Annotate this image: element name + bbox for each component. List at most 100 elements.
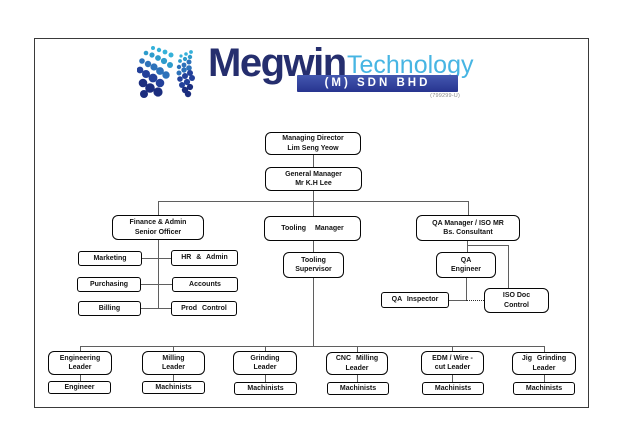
node-title: HR & Admin bbox=[181, 254, 228, 262]
connector-billing bbox=[141, 308, 158, 309]
org-node-accounts: Accounts bbox=[172, 277, 238, 292]
connector-edm-machinists bbox=[452, 375, 453, 383]
org-node-general-manager: General Manager Mr K.H Lee bbox=[265, 167, 362, 191]
megwin-dots-logo-icon bbox=[137, 46, 195, 98]
org-node-iso-doc-control: ISO Doc Control bbox=[484, 288, 549, 313]
node-title: Grinding bbox=[250, 354, 280, 362]
logo-registration-number: (799299-U) bbox=[430, 93, 460, 99]
connector-accounts bbox=[158, 284, 172, 285]
node-title: Engineer bbox=[451, 266, 481, 273]
node-title: Billing bbox=[98, 304, 121, 312]
node-title: Leader bbox=[345, 364, 369, 372]
node-title: QA Manager / ISO MR bbox=[432, 219, 504, 227]
org-node-grinding-leader: Grinding Leader bbox=[233, 351, 297, 375]
node-title: QA Inspector bbox=[391, 296, 439, 304]
org-node-cnc-milling-leader: CNC Milling Leader bbox=[326, 352, 388, 375]
org-node-qa-inspector: QA Inspector bbox=[381, 292, 449, 308]
connector-jig-machinists bbox=[544, 375, 545, 383]
connector-branch-isodoc bbox=[508, 245, 509, 288]
org-node-engineering-leader: Engineering Leader bbox=[48, 351, 112, 375]
node-title: Tooling Manager bbox=[281, 224, 344, 232]
node-title: Leader bbox=[532, 364, 556, 372]
connector-bottom-hline bbox=[80, 346, 544, 347]
connector-drop-edm bbox=[452, 346, 453, 352]
connector-drop-milling bbox=[173, 346, 174, 352]
node-title: Engineering bbox=[59, 354, 101, 362]
org-node-tooling-manager: Tooling Manager bbox=[264, 216, 361, 241]
node-title: EDM / Wire - bbox=[432, 354, 473, 362]
connector-engineering-engineer bbox=[80, 375, 81, 382]
connector-finance-spine bbox=[158, 240, 159, 308]
org-node-edm-wirecut-leader: EDM / Wire - cut Leader bbox=[421, 351, 484, 375]
org-node-qa-engineer: QA Engineer bbox=[436, 252, 496, 278]
org-node-machinists-grinding: Machinists bbox=[234, 382, 297, 395]
connector-ts-bottom bbox=[313, 278, 314, 346]
connector-gm-down bbox=[313, 191, 314, 201]
org-node-machinists-cnc: Machinists bbox=[327, 382, 389, 395]
org-node-machinists-edm: Machinists bbox=[422, 382, 484, 395]
connector-drop-jig bbox=[544, 346, 545, 352]
node-title: Milling bbox=[162, 354, 185, 362]
node-title: Finance & Admin bbox=[129, 219, 187, 227]
node-title: Machinists bbox=[155, 383, 192, 391]
node-title: Tooling bbox=[301, 256, 326, 264]
connector-milling-machinists bbox=[173, 375, 174, 382]
node-title: Machinists bbox=[434, 384, 472, 392]
page-border bbox=[34, 38, 589, 408]
org-node-jig-grinding-leader: Jig Grinding Leader bbox=[512, 352, 576, 375]
node-title: Bs. Consultant bbox=[443, 229, 493, 236]
org-node-prod-control: Prod Control bbox=[171, 301, 237, 316]
node-title: Prod Control bbox=[181, 304, 227, 312]
node-title: Engineer bbox=[64, 383, 95, 391]
connector-to-qa bbox=[468, 201, 469, 215]
node-title: Machinists bbox=[247, 384, 284, 392]
node-title: Leader bbox=[68, 364, 92, 371]
connector-qae-down bbox=[466, 278, 467, 300]
logo-banner: (M) SDN BHD bbox=[297, 75, 458, 92]
node-title: ISO Doc bbox=[502, 292, 531, 300]
connector-grinding-machinists bbox=[265, 375, 266, 383]
node-title: cut Leader bbox=[434, 364, 471, 371]
org-node-billing: Billing bbox=[78, 301, 141, 316]
org-node-finance-admin-senior-officer: Finance & Admin Senior Officer bbox=[112, 215, 204, 240]
connector-marketing bbox=[142, 258, 158, 259]
node-title: Accounts bbox=[189, 280, 221, 288]
org-node-marketing: Marketing bbox=[78, 251, 142, 266]
org-node-managing-director: Managing Director Lim Seng Yeow bbox=[265, 132, 361, 155]
connector-drop-grinding bbox=[265, 346, 266, 352]
connector-drop-engineering bbox=[80, 346, 81, 352]
connector-qam-qae bbox=[467, 241, 468, 252]
node-title: Managing Director bbox=[282, 135, 344, 143]
node-title: Leader bbox=[253, 364, 277, 371]
connector-tm-ts bbox=[313, 241, 314, 252]
connector-to-tooling bbox=[313, 201, 314, 216]
connector-drop-cnc bbox=[357, 346, 358, 352]
org-node-milling-leader: Milling Leader bbox=[142, 351, 205, 375]
node-title: Machinists bbox=[339, 384, 377, 392]
node-title: Leader bbox=[162, 364, 185, 371]
node-title: Control bbox=[504, 301, 529, 309]
connector-md-gm bbox=[313, 155, 314, 167]
node-title: Machinists bbox=[525, 384, 563, 392]
org-node-engineer: Engineer bbox=[48, 381, 111, 394]
node-title: CNC Milling bbox=[335, 355, 379, 363]
node-title: General Manager bbox=[285, 170, 342, 178]
connector-cnc-machinists bbox=[357, 375, 358, 383]
org-node-machinists-milling: Machinists bbox=[142, 381, 205, 394]
node-title: Purchasing bbox=[89, 280, 129, 288]
org-node-purchasing: Purchasing bbox=[77, 277, 141, 292]
node-title: Supervisor bbox=[295, 266, 332, 273]
connector-prod-control bbox=[158, 308, 171, 309]
node-title: QA bbox=[460, 256, 472, 264]
node-title: Jig Grinding bbox=[521, 355, 567, 363]
org-node-qa-manager-iso-mr: QA Manager / ISO MR Bs. Consultant bbox=[416, 215, 520, 241]
connector-inspector bbox=[449, 300, 466, 301]
org-node-hr-admin: HR & Admin bbox=[171, 250, 238, 266]
connector-qam-branch bbox=[467, 245, 508, 246]
connector-to-finance bbox=[158, 201, 159, 215]
connector-purchasing bbox=[141, 284, 158, 285]
node-title: Marketing bbox=[93, 254, 127, 262]
connector-dotted-isodoc bbox=[466, 300, 484, 301]
node-person: Lim Seng Yeow bbox=[287, 144, 339, 152]
